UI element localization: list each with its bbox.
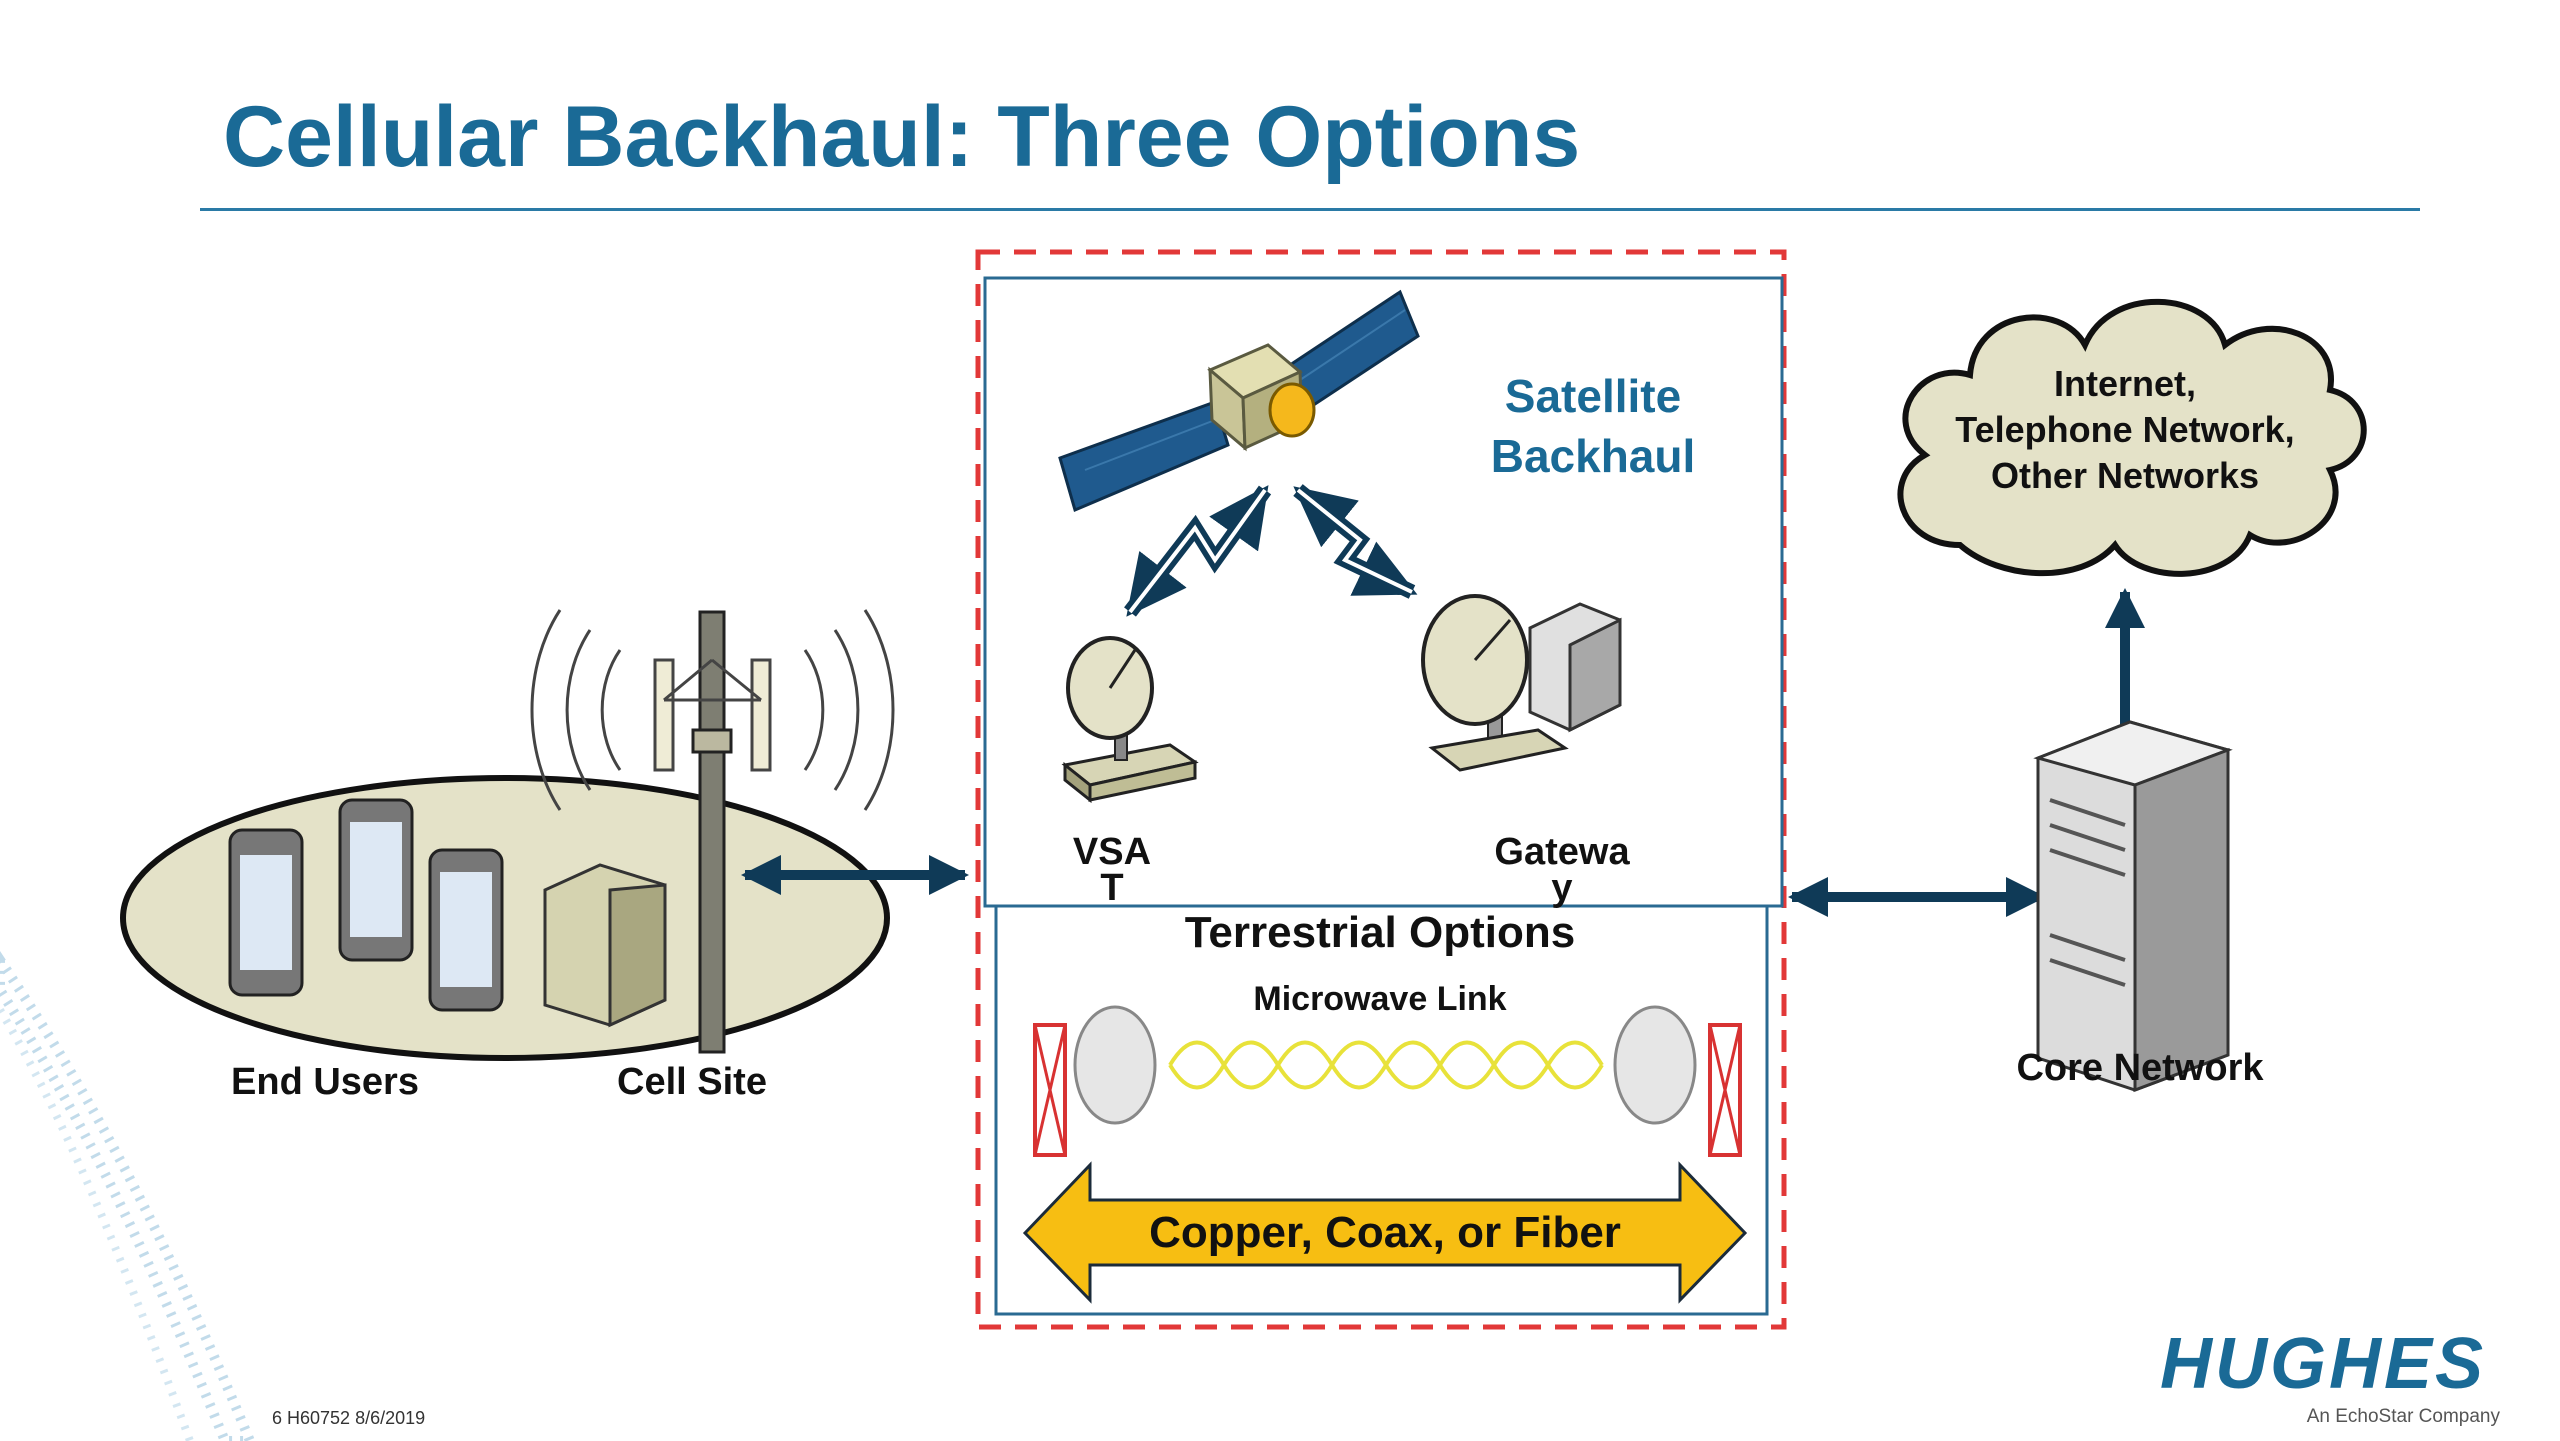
vsat-uplink-icon [1124,485,1272,617]
terrestrial-title: Terrestrial Options [1185,908,1575,957]
microwave-label: Microwave Link [1253,980,1506,1018]
vsat-dish-icon [1061,636,1199,804]
title-divider [200,208,2420,211]
cloud-label-line3: Other Networks [1991,455,2259,496]
cell-site-label: Cell Site [617,1061,767,1103]
cloud-label-line2: Telephone Network, [1955,409,2294,450]
smartphone-icon [428,848,504,1012]
cloud-icon [1897,298,2367,577]
satellite-icon [1058,289,1420,513]
logo-tagline: An EchoStar Company [2306,1406,2500,1427]
core-network-label: Core Network [2016,1047,2264,1089]
slide-footer: 6 H60752 8/6/2019 [272,1408,426,1428]
satellite-label-line2: Backhaul [1491,430,1696,482]
equipment-cabinet-icon [543,863,667,1028]
hughes-logo: HUGHES An EchoStar Company [2160,1328,2500,1428]
gateway-uplink-icon [1293,484,1418,599]
satellite-label-line1: Satellite [1505,370,1681,422]
gateway-label-line2: y [1551,867,1572,909]
microwave-antenna-icon [1033,1005,1157,1157]
slide-title: Cellular Backhaul: Three Options [223,89,1581,185]
end-users-label: End Users [231,1061,419,1103]
smartphone-icon [228,828,304,997]
logo-wordmark: HUGHES [2160,1324,2487,1404]
gateway-label-line1: Gatewa [1494,831,1630,873]
decorative-dot-wave [0,950,256,1441]
backhaul-options-frame [975,249,1787,1330]
vsat-label-line1: VSA [1073,831,1151,873]
microwave-wave [1168,1040,1604,1090]
wired-link-arrow [1022,1161,1748,1304]
smartphone-icon [338,798,414,962]
microwave-antenna-icon [1613,1005,1742,1157]
cell-tower-icon [530,609,895,1054]
wired-label: Copper, Coax, or Fiber [1149,1208,1621,1257]
server-rack-icon [2033,720,2233,1093]
vsat-label-line2: T [1100,867,1123,909]
access-area [120,775,890,1061]
gateway-dish-icon [1421,594,1622,772]
cloud-label-line1: Internet, [2054,363,2196,404]
